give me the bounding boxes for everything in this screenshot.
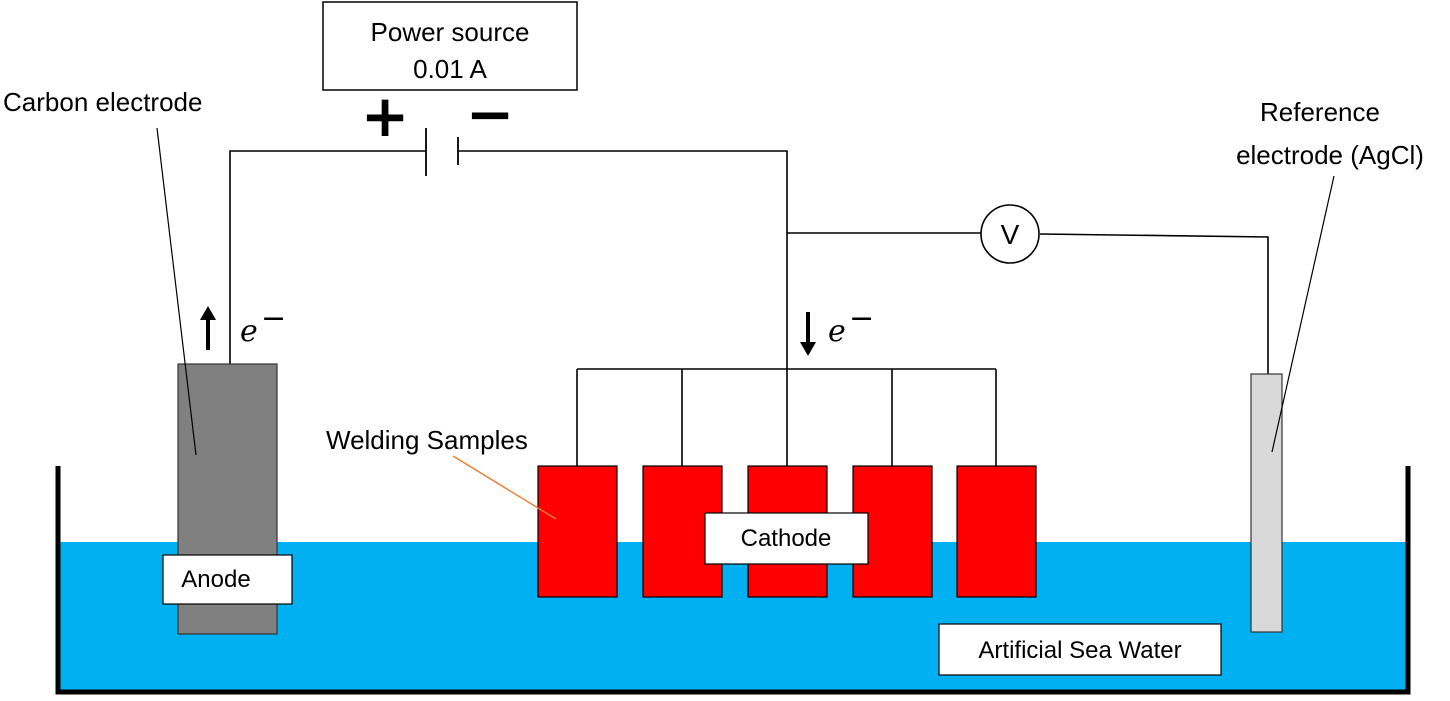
sea-water-label-box <box>938 623 1222 676</box>
cathode-electron-arrow <box>800 312 816 356</box>
power-source-box <box>322 1 578 91</box>
cathode-electron-charge: − <box>849 301 874 336</box>
carbon-electrode-label: Carbon electrode <box>3 87 202 117</box>
wire-voltmeter-to-reference <box>1039 233 1269 374</box>
welding-samples-label: Welding Samples <box>326 425 528 455</box>
carbon-electrode-leader <box>156 127 197 456</box>
power-source-current: 0.01 A <box>413 54 487 84</box>
anode-label: Anode <box>181 566 250 593</box>
cathode-label: Cathode <box>741 525 832 552</box>
negative-terminal-sign: − <box>466 80 515 148</box>
reference-electrode-label-line1: Reference <box>1260 97 1380 127</box>
positive-terminal-sign: + <box>361 82 410 150</box>
welding-sample-4 <box>852 465 933 598</box>
anode-label-box <box>162 554 293 605</box>
welding-sample-1 <box>537 465 618 598</box>
reference-electrode-label-line2: electrode (AgCl) <box>1236 140 1424 170</box>
voltmeter-symbol: V <box>1001 219 1020 250</box>
voltmeter-circle <box>980 204 1040 264</box>
cathode-electron-symbol: e <box>828 314 846 349</box>
anode-electron-charge: − <box>261 301 286 336</box>
welding-samples-leader <box>452 455 557 520</box>
wire-anode-to-power <box>229 150 426 364</box>
wire-power-to-cathode <box>458 150 788 466</box>
reference-electrode-leader <box>1271 175 1335 453</box>
cathode-label-box <box>704 512 869 565</box>
anode-electron-symbol: e <box>240 314 258 349</box>
welding-sample-5 <box>956 465 1037 598</box>
power-source-title: Power source <box>371 17 530 47</box>
reference-electrode <box>1250 373 1283 633</box>
anode-electron-arrow <box>200 306 216 350</box>
tank-outline <box>55 466 1411 695</box>
sea-water-label: Artificial Sea Water <box>978 637 1181 664</box>
